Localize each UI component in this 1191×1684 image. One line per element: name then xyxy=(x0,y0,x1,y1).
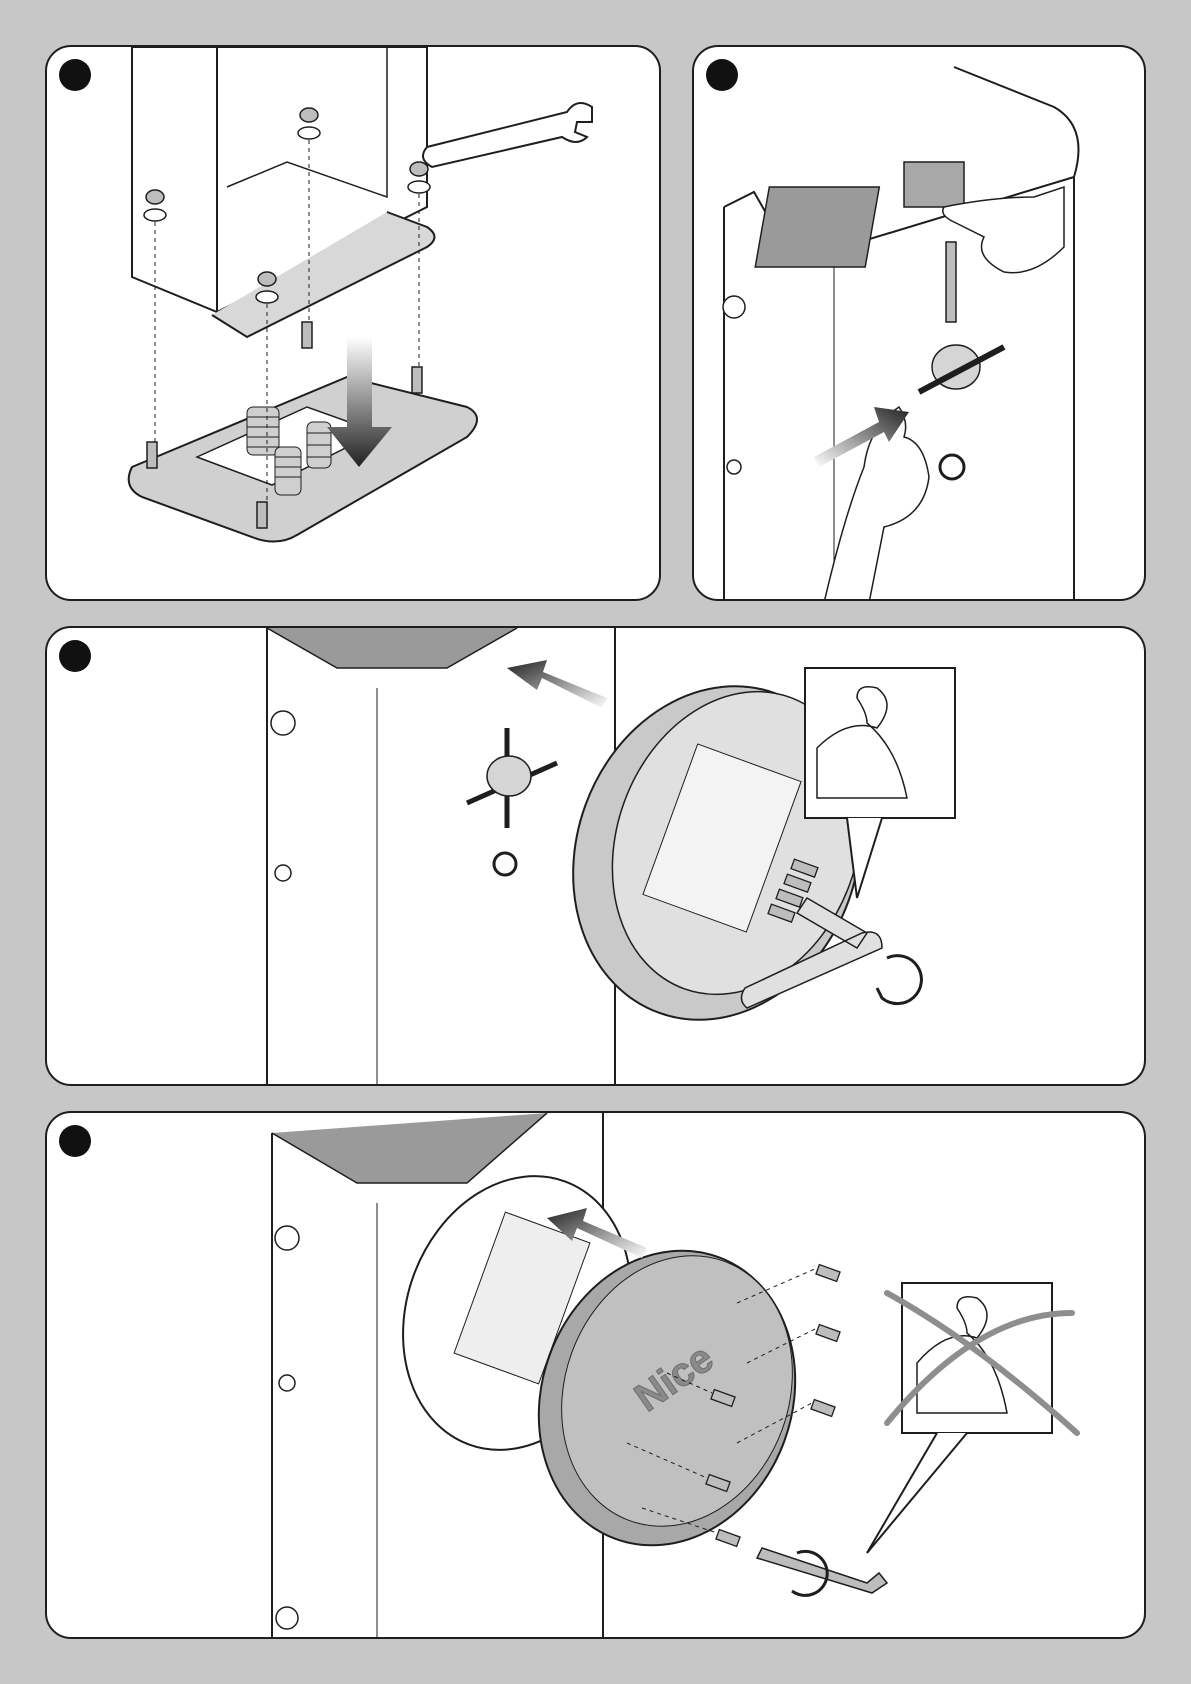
vertical-pin xyxy=(946,242,956,322)
housing-hole xyxy=(727,460,741,474)
callout-pointer xyxy=(867,1433,967,1553)
heatsink-small xyxy=(904,162,964,207)
housing-hole xyxy=(723,296,745,318)
column-hole xyxy=(279,1375,295,1391)
pin-insert-illustration xyxy=(694,47,1146,601)
bearing-ring xyxy=(940,455,964,479)
gearbox-mount-illustration xyxy=(47,628,1146,1086)
figure-panel-step-1 xyxy=(45,45,661,601)
arrow-mount-icon xyxy=(507,660,607,708)
wrench-icon xyxy=(423,103,592,167)
figure-panel-step-3 xyxy=(45,626,1146,1086)
pin-hub xyxy=(467,728,557,828)
bolt-down-illustration xyxy=(47,47,661,601)
bearing-ring xyxy=(494,853,516,875)
column-hole xyxy=(275,1226,299,1250)
figure-panel-step-2 xyxy=(692,45,1146,601)
heatsink xyxy=(755,187,879,267)
column-top xyxy=(272,1113,547,1183)
cover-fix-illustration: Nice xyxy=(47,1113,1146,1639)
column-top xyxy=(267,628,517,668)
spring-right xyxy=(307,422,331,468)
column-hole xyxy=(276,1607,298,1629)
rotate-arrow-icon xyxy=(877,956,921,1004)
column-hole xyxy=(271,711,295,735)
column-hole xyxy=(275,865,291,881)
column-body xyxy=(132,47,427,312)
spring-middle xyxy=(275,447,301,495)
spring-left xyxy=(247,407,279,455)
figure-panel-step-4: Nice xyxy=(45,1111,1146,1639)
